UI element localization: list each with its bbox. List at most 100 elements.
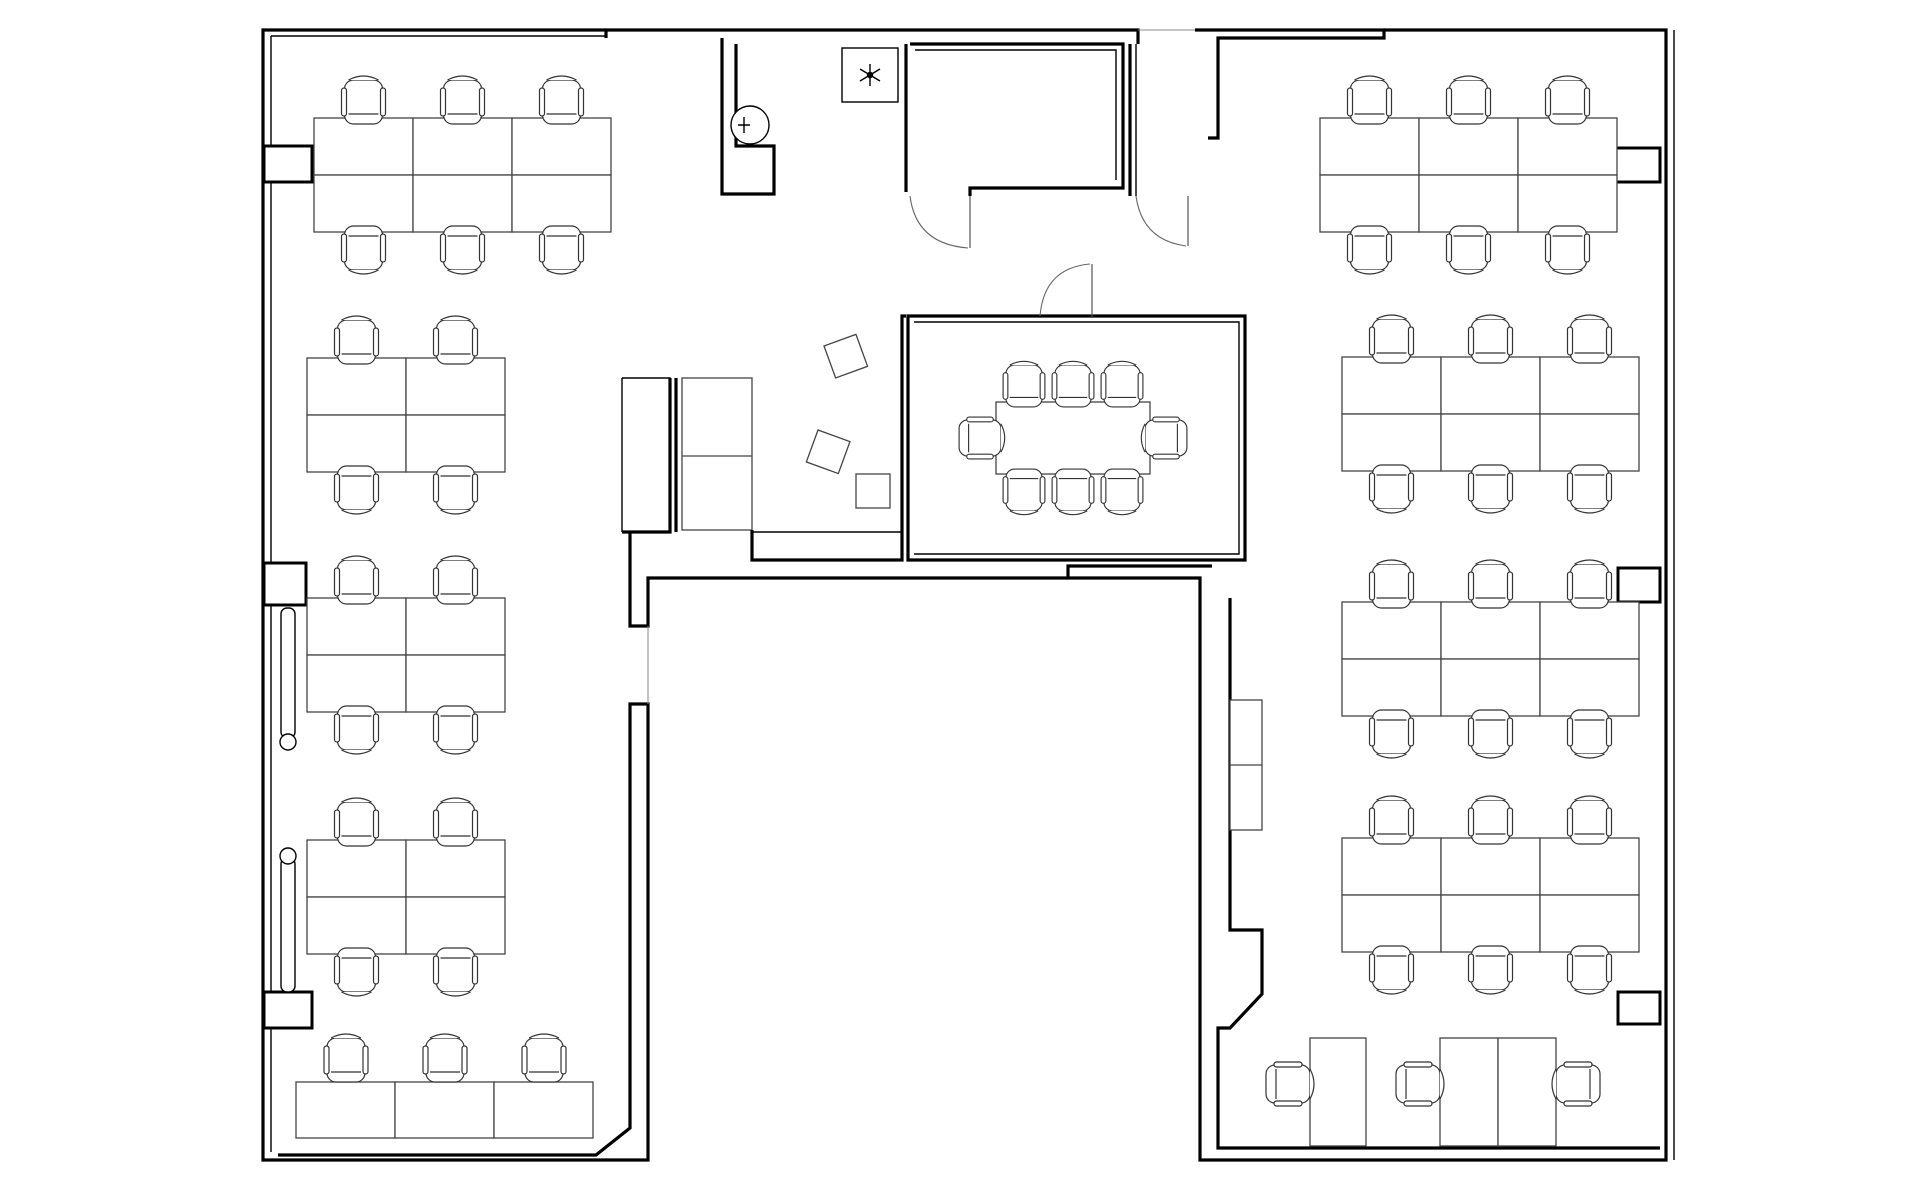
office-chair [1551,1061,1601,1107]
desk-cluster [313,117,612,233]
desk [405,839,506,898]
desk [306,357,407,416]
desk [306,654,407,713]
desk-cluster [1341,356,1640,472]
column [1614,146,1662,184]
office-chair [432,705,479,755]
desk [394,1081,495,1139]
desk [405,654,506,713]
office-chair [1346,75,1393,125]
office-chair [1467,559,1514,609]
desk [1341,601,1442,660]
office-chair [1368,795,1415,845]
desk [1440,837,1541,896]
office-chair [1467,945,1514,995]
toilet [720,38,776,196]
office-chair [1002,360,1046,408]
office-chair [538,225,585,275]
office-chair [333,947,380,997]
desk-row [295,1081,594,1139]
office-chair [1051,468,1095,516]
office-chair [1395,1061,1445,1107]
office-chair [1544,75,1591,125]
desk-cluster [1341,601,1640,717]
desk [306,597,407,656]
desk [1440,413,1541,472]
office-chair [439,75,486,125]
desk [511,117,612,176]
column [262,144,314,184]
office-chair [1368,709,1415,759]
cabinet [1229,699,1263,831]
office-chair [1467,314,1514,364]
left-tubes [279,607,297,993]
desk [405,414,506,473]
desk [1539,837,1640,896]
column [262,990,314,1030]
office-chair [1445,225,1492,275]
desk [1341,413,1442,472]
desk [1440,658,1541,717]
desk [1309,1037,1367,1147]
lounge-seats [805,333,891,509]
desk [1341,894,1442,953]
office-chair [1368,945,1415,995]
desk [306,414,407,473]
office-chair [958,416,1006,460]
desk [1319,174,1420,233]
office-chair [422,1033,468,1083]
office-chair [432,947,479,997]
desk [1539,894,1640,953]
office-chair [1566,464,1613,514]
desk [1539,601,1640,660]
desk [405,896,506,955]
desk [511,174,612,233]
desk-cluster [306,839,506,955]
office-chair [1368,314,1415,364]
workstations [295,117,1640,1147]
office-chair [1544,225,1591,275]
snowflake-icon [859,64,881,86]
office-chair [1566,945,1613,995]
desk [1341,837,1442,896]
desk [295,1081,396,1139]
desk [1319,117,1420,176]
desk-cluster [1319,117,1618,233]
outer-walls [261,28,1675,1162]
office-chair [1346,225,1393,275]
column [1616,990,1662,1026]
office-chair [1445,75,1492,125]
office-chair [1265,1061,1315,1107]
desk [1517,174,1618,233]
desk-row [1309,1037,1557,1147]
desk [313,117,414,176]
office-chair [432,555,479,605]
desk [1539,658,1640,717]
kitchen-lounge [621,314,906,562]
office-chair [432,465,479,515]
desk [1341,356,1442,415]
desk [306,839,407,898]
meeting-chairs [958,360,1188,516]
office-chair [1100,468,1144,516]
meeting-table [995,401,1151,475]
storage-room [841,42,1189,249]
columns [262,144,1662,1030]
desk [1418,174,1519,233]
desk [1517,117,1618,176]
desk [1539,413,1640,472]
office-chair [333,555,380,605]
office-chair [1566,314,1613,364]
office-chair [538,75,585,125]
desk [412,117,513,176]
desk [405,597,506,656]
office-chair [1566,559,1613,609]
desk [1440,601,1541,660]
column [262,561,308,607]
desk [405,357,506,416]
office-chair [432,797,479,847]
office-chairs [323,75,1613,1107]
desk [313,174,414,233]
office-chair [521,1033,567,1083]
